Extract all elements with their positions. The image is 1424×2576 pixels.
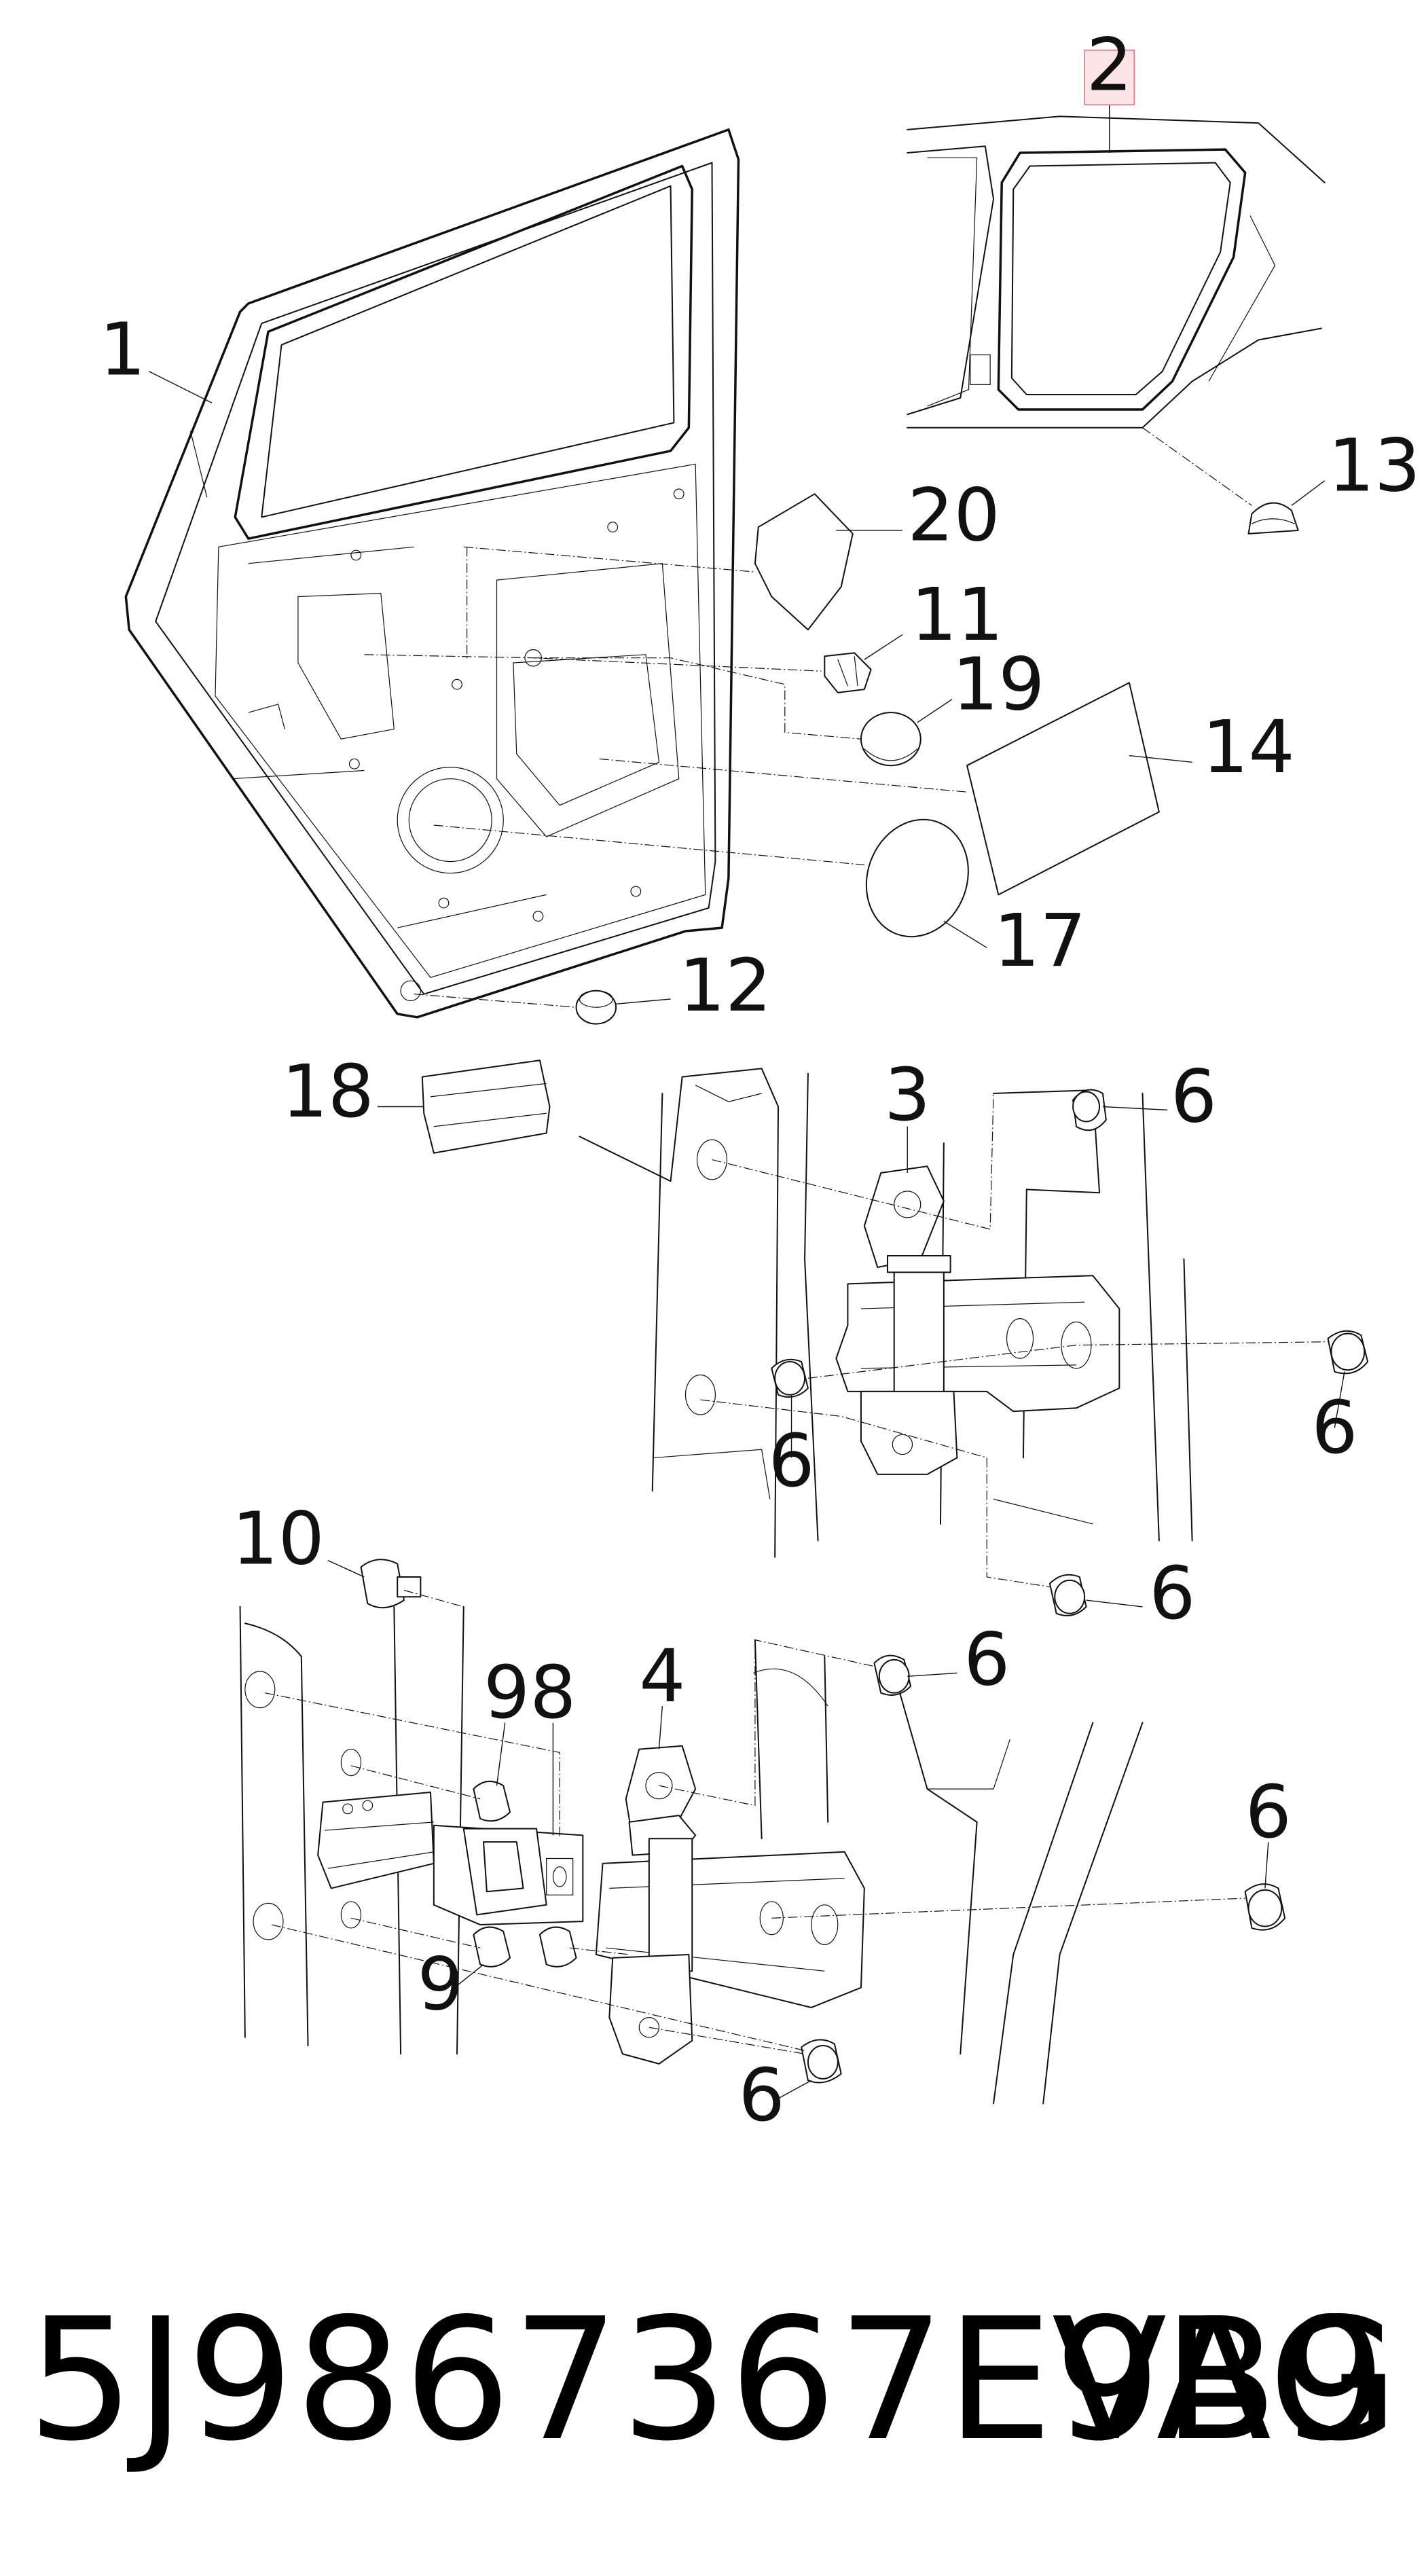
callout-leaders xyxy=(149,100,1345,2101)
lower-hinge-assembly-lines xyxy=(265,1591,1245,2054)
lower-hinge-pillar xyxy=(240,1607,1143,2104)
brand-label: VAG xyxy=(1051,2283,1399,2478)
callout-1: 1 xyxy=(99,308,145,393)
callout-4: 4 xyxy=(639,1634,685,1719)
callout-19: 19 xyxy=(952,642,1045,727)
callout-6-lower-top: 6 xyxy=(964,1617,1010,1702)
bottom-plug xyxy=(577,991,617,1024)
plug-cap xyxy=(1249,503,1298,534)
part-number-footer: 5J9867367E9B9 VAG xyxy=(27,2279,1399,2482)
callout-6-lower-bottom: 6 xyxy=(739,2053,785,2138)
callout-2-highlight xyxy=(1084,50,1134,105)
callout-14: 14 xyxy=(1202,705,1295,790)
callout-11: 11 xyxy=(911,573,1004,657)
callout-6-upper-left: 6 xyxy=(768,1419,814,1504)
rear-door-shell xyxy=(126,130,738,1017)
seal-strip xyxy=(422,1060,550,1153)
callout-3: 3 xyxy=(884,1053,930,1138)
insulation-pad xyxy=(755,494,853,630)
upper-hinge-assembly-lines xyxy=(700,1093,1328,1587)
upper-hinge-bolts xyxy=(771,1090,1368,1616)
callout-9-top: 9 xyxy=(483,1650,530,1735)
callout-13: 13 xyxy=(1328,423,1421,508)
callout-6-lower-right: 6 xyxy=(1245,1770,1292,1855)
door-check-strap xyxy=(318,1792,583,1925)
door-seal xyxy=(998,149,1245,410)
door-assembly-lines xyxy=(364,428,1252,1007)
foil-sheet xyxy=(967,683,1159,894)
round-plug xyxy=(861,712,921,765)
callout-9-bottom: 9 xyxy=(417,1942,463,2027)
callout-6-upper-top: 6 xyxy=(1171,1054,1217,1139)
callout-17: 17 xyxy=(993,899,1087,983)
callout-20: 20 xyxy=(907,473,1000,558)
callout-12: 12 xyxy=(679,943,772,1028)
callout-10: 10 xyxy=(232,1496,324,1581)
callout-2: 2 xyxy=(1087,22,1133,107)
cover-disc xyxy=(850,805,985,951)
callout-6-upper-right: 6 xyxy=(1311,1385,1357,1470)
clip-nut xyxy=(824,653,871,693)
upper-hinge xyxy=(836,1166,1119,1474)
callout-6-upper-bottom: 6 xyxy=(1149,1551,1195,1636)
lower-hinge xyxy=(596,1746,864,2064)
part-number: 5J9867367E9B9 xyxy=(27,2283,1388,2478)
callout-18: 18 xyxy=(282,1049,375,1134)
car-body-opening xyxy=(907,116,1324,427)
lower-hinge-bolts xyxy=(361,1559,1285,2082)
callout-8: 8 xyxy=(530,1650,576,1735)
